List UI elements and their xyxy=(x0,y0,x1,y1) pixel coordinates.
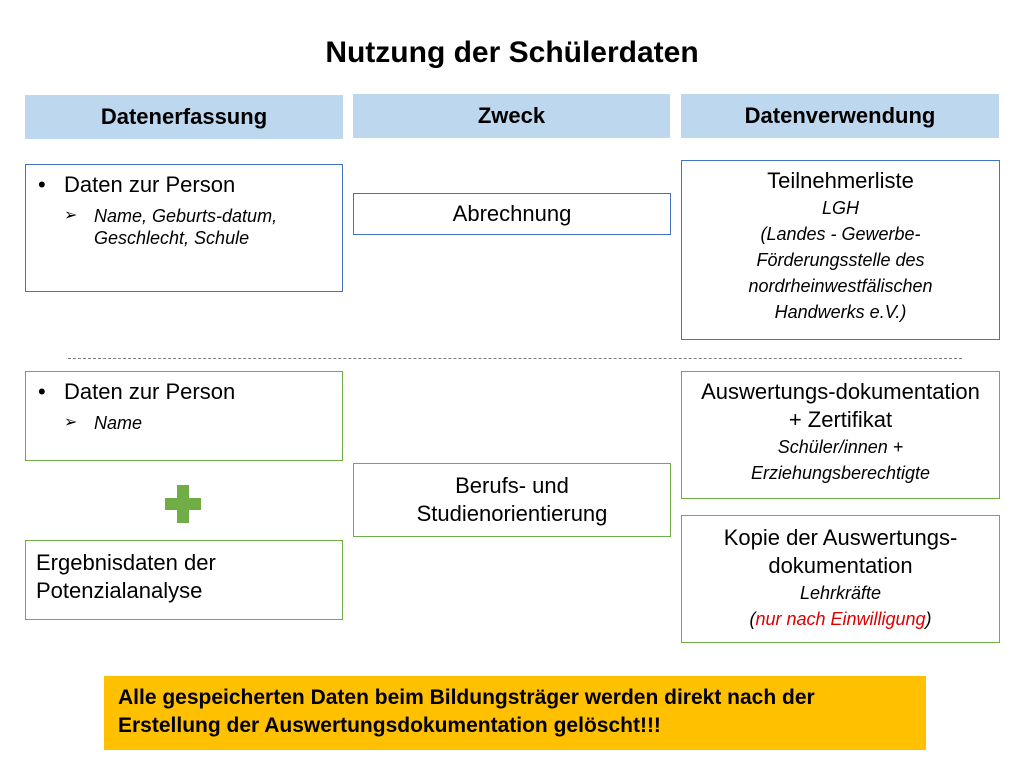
top-person-bullet: • Daten zur Person xyxy=(34,171,334,199)
page-title: Nutzung der Schülerdaten xyxy=(325,36,699,69)
top-usage-box: Teilnehmerliste LGH (Landes - Gewerbe-Fö… xyxy=(681,160,1000,340)
bottom-usage2-box: Kopie der Auswertungs-dokumentation Lehr… xyxy=(681,515,1000,643)
top-person-sub: ➢ Name, Geburts-datum, Geschlecht, Schul… xyxy=(34,205,334,249)
deletion-notice: Alle gespeicherten Daten beim Bildungstr… xyxy=(104,676,926,750)
results-box: Ergebnisdaten der Potenzialanalyse xyxy=(25,540,343,620)
bottom-person-box: • Daten zur Person ➢ Name xyxy=(25,371,343,461)
top-person-label: Daten zur Person xyxy=(64,172,236,197)
bottom-person-sub: ➢ Name xyxy=(34,412,334,434)
bottom-person-sub-text: Name xyxy=(94,413,143,433)
section-divider xyxy=(68,358,962,359)
bottom-usage2-title: Kopie der Auswertungs-dokumentation xyxy=(723,525,958,578)
bottom-person-bullet: • Daten zur Person xyxy=(34,378,334,406)
top-usage-title: Teilnehmerliste xyxy=(767,168,914,193)
paren-close: ) xyxy=(925,609,932,629)
bottom-usage2-consent-line: (nur nach Einwilligung) xyxy=(690,606,991,632)
bottom-person-label: Daten zur Person xyxy=(64,379,236,404)
bottom-usage1-box: Auswertungs-dokumentation + Zertifikat S… xyxy=(681,371,1000,499)
paren-open: ( xyxy=(749,609,756,629)
bottom-usage1-title: Auswertungs-dokumentation + Zertifikat xyxy=(701,379,980,432)
bottom-purpose-box: Berufs- und Studienorientierung xyxy=(353,463,671,537)
bottom-usage2-sub: Lehrkräfte xyxy=(799,583,882,603)
top-usage-line2: (Landes - Gewerbe-Förderungsstelle des n… xyxy=(748,224,933,322)
header-datenerfassung: Datenerfassung xyxy=(25,95,343,139)
top-purpose-box: Abrechnung xyxy=(353,193,671,235)
bullet-dot: • xyxy=(38,379,46,404)
header-zweck: Zweck xyxy=(353,94,670,138)
plus-icon xyxy=(165,485,201,523)
header-datenverwendung: Datenverwendung xyxy=(681,94,999,138)
top-usage-line1: LGH xyxy=(821,198,859,218)
bullet-dot: • xyxy=(38,172,46,197)
bottom-usage1-sub: Schüler/innen + Erziehungsberechtigte xyxy=(750,437,931,483)
top-person-box: • Daten zur Person ➢ Name, Geburts-datum… xyxy=(25,164,343,292)
arrow-bullet-icon: ➢ xyxy=(64,414,78,431)
consent-note: nur nach Einwilligung xyxy=(755,609,926,629)
top-person-sub-text: Name, Geburts-datum, Geschlecht, Schule xyxy=(94,206,278,248)
arrow-bullet-icon: ➢ xyxy=(64,207,78,224)
